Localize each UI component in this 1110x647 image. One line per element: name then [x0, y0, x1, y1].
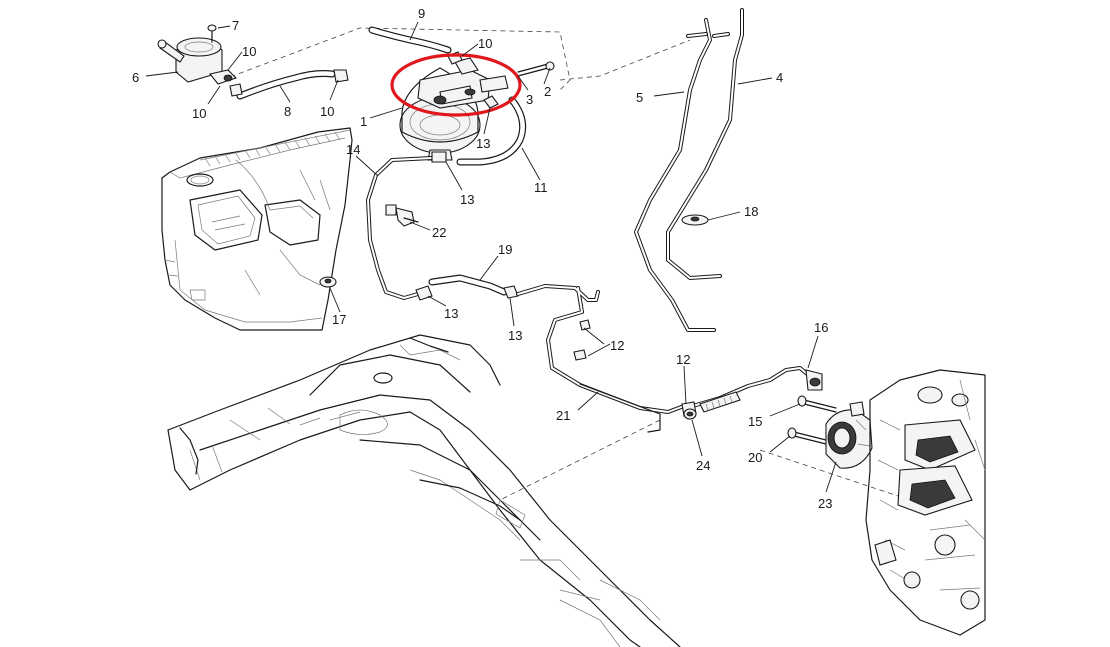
engine-block	[865, 369, 986, 636]
hose-19	[415, 274, 519, 301]
callout-13: 13	[508, 328, 522, 343]
hard-line-5	[634, 18, 730, 332]
callout-1: 1	[360, 114, 367, 129]
callout-11: 11	[534, 180, 548, 195]
bolt-20	[787, 427, 827, 445]
grommet-18	[681, 214, 709, 226]
callout-20: 20	[748, 450, 762, 465]
callout-3: 3	[526, 92, 533, 107]
firewall-panel	[161, 127, 353, 331]
callout-7: 7	[232, 18, 239, 33]
hose-16	[681, 366, 823, 417]
callout-2: 2	[544, 84, 551, 99]
hose-8	[229, 69, 349, 100]
chassis-frame	[167, 334, 681, 647]
callout-12: 12	[610, 338, 624, 353]
callout-14: 14	[346, 142, 360, 157]
callout-10: 10	[242, 44, 256, 59]
leader-lines	[145, 21, 837, 493]
callout-16: 16	[814, 320, 828, 335]
canister-6	[157, 37, 238, 85]
bolt-15	[797, 395, 837, 413]
bracket-22	[395, 207, 419, 227]
callout-22: 22	[432, 225, 446, 240]
vacuum-pump-23	[825, 401, 873, 469]
line-21	[516, 284, 686, 433]
callout-6: 6	[132, 70, 139, 85]
callout-24: 24	[696, 458, 710, 473]
callout-21: 21	[556, 408, 570, 423]
dashed-reference-lines	[221, 27, 911, 501]
callout-9: 9	[418, 6, 425, 21]
callout-18: 18	[744, 204, 758, 219]
callout-4: 4	[776, 70, 783, 85]
callout-5: 5	[636, 90, 643, 105]
clamp-24	[683, 408, 697, 420]
callout-17: 17	[332, 312, 346, 327]
callout-23: 23	[818, 496, 832, 511]
callout-12: 12	[676, 352, 690, 367]
callout-8: 8	[284, 104, 291, 119]
callout-labels: 7 6 10 10 8 10 9 10 1 3 2 13 11 13 14 22…	[132, 6, 832, 511]
callout-19: 19	[498, 242, 512, 257]
highlight-ellipse	[390, 53, 522, 117]
callout-10: 10	[478, 36, 492, 51]
callout-13: 13	[476, 136, 490, 151]
callout-15: 15	[748, 414, 762, 429]
callout-10: 10	[192, 106, 206, 121]
hard-line-4	[666, 8, 744, 280]
hose-11	[456, 96, 527, 166]
callout-10: 10	[320, 104, 334, 119]
grommet-17	[319, 276, 337, 288]
bolt-7	[207, 24, 217, 43]
callout-13: 13	[460, 192, 474, 207]
line-14	[366, 151, 447, 300]
callout-13: 13	[444, 306, 458, 321]
